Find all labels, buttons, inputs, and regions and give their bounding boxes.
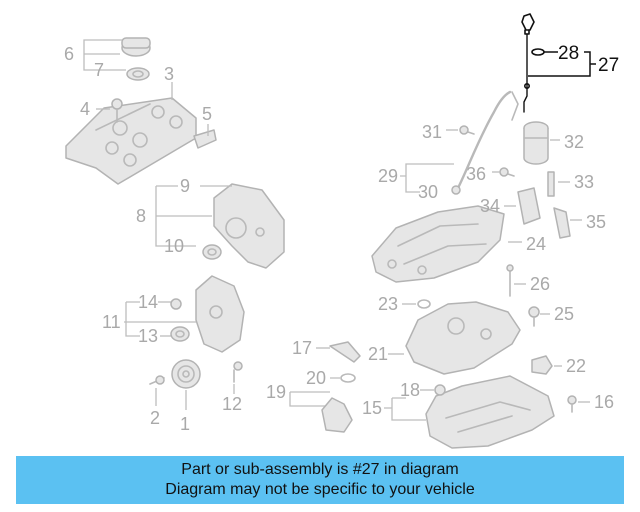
callout-24: 24 [526, 234, 546, 254]
bolt-part-18 [434, 384, 446, 396]
banner-line-2: Diagram may not be specific to your vehi… [165, 481, 475, 498]
leader-11 [124, 301, 196, 337]
callout-14: 14 [138, 292, 158, 312]
pump-part-19 [321, 397, 353, 433]
callout-7: 7 [94, 60, 104, 80]
callout-6: 6 [64, 44, 74, 64]
bolt-part-25 [528, 306, 540, 327]
bolt-part-31 [459, 125, 475, 135]
bolt-part-2 [149, 375, 165, 385]
bolt-part-16 [567, 395, 577, 413]
bracket-part-5 [193, 129, 217, 149]
cooler-part-34 [517, 187, 541, 225]
callout-16: 16 [594, 392, 614, 412]
lower-cover-part-11 [195, 275, 245, 353]
parts-diagram: 6 7 3 4 5 9 8 10 11 14 13 [64, 13, 619, 449]
callout-29: 29 [378, 166, 398, 186]
callout-31: 31 [422, 122, 442, 142]
dipstick-part-27 [521, 13, 535, 113]
leader-15-18 [384, 397, 426, 421]
bolt-part-12 [233, 361, 243, 383]
leader-29-30 [400, 163, 454, 193]
cap-part-6 [121, 37, 151, 57]
callout-20: 20 [306, 368, 326, 388]
stud-part-26 [506, 264, 514, 297]
callout-21: 21 [368, 344, 388, 364]
valve-cover-part-3 [65, 97, 197, 185]
info-banner: Part or sub-assembly is #27 in diagram D… [16, 456, 624, 504]
bolt-part-36 [499, 167, 515, 177]
banner-line-1: Part or sub-assembly is #27 in diagram [181, 461, 459, 478]
bolt-part-4 [111, 98, 123, 123]
filter-part-32 [523, 121, 549, 165]
callout-23: 23 [378, 294, 398, 314]
callout-17: 17 [292, 338, 312, 358]
callout-1: 1 [180, 414, 190, 434]
oil-pan-part-15 [425, 375, 555, 449]
callout-4: 4 [80, 99, 90, 119]
callout-25: 25 [554, 304, 574, 324]
pulley-part-1 [171, 359, 201, 389]
leader-19-20 [289, 377, 340, 407]
leader-27 [528, 51, 596, 77]
dipstick-tube-part-29 [451, 90, 519, 195]
callout-32: 32 [564, 132, 584, 152]
callout-22: 22 [566, 356, 586, 376]
callout-28: 28 [558, 43, 579, 64]
sensor-part-33 [547, 171, 555, 197]
callout-19: 19 [266, 382, 286, 402]
oring-part-20 [340, 373, 356, 383]
callout-2: 2 [150, 408, 160, 428]
callout-12: 12 [222, 394, 242, 414]
callout-30: 30 [418, 182, 438, 202]
callout-34: 34 [480, 196, 500, 216]
callout-9: 9 [180, 176, 190, 196]
oring-part-23 [417, 299, 431, 309]
seal-part-13 [170, 326, 190, 342]
callout-33: 33 [574, 172, 594, 192]
callout-11: 11 [102, 312, 121, 332]
oring-part-28 [531, 48, 545, 56]
gasket-part-35 [553, 207, 571, 239]
callout-27: 27 [598, 55, 619, 76]
upper-oil-pan-part-24 [371, 205, 505, 283]
pipe-part-17 [329, 341, 361, 363]
seal-part-7 [126, 67, 150, 81]
callout-5: 5 [202, 104, 212, 124]
leader-8-9-10 [155, 185, 232, 247]
callout-36: 36 [466, 164, 486, 184]
callout-3: 3 [164, 64, 174, 84]
callout-26: 26 [530, 274, 550, 294]
callout-10: 10 [164, 236, 184, 256]
plug-part-22 [531, 355, 553, 375]
callout-8: 8 [136, 206, 146, 226]
callout-15: 15 [362, 398, 382, 418]
seal-part-10 [202, 244, 222, 260]
callout-35: 35 [586, 212, 606, 232]
callout-18: 18 [400, 380, 420, 400]
callout-13: 13 [138, 326, 158, 346]
plug-part-14 [170, 298, 182, 310]
timing-cover-part-9 [213, 183, 285, 269]
leader-6-7 [83, 39, 126, 71]
baffle-part-21 [405, 301, 521, 375]
